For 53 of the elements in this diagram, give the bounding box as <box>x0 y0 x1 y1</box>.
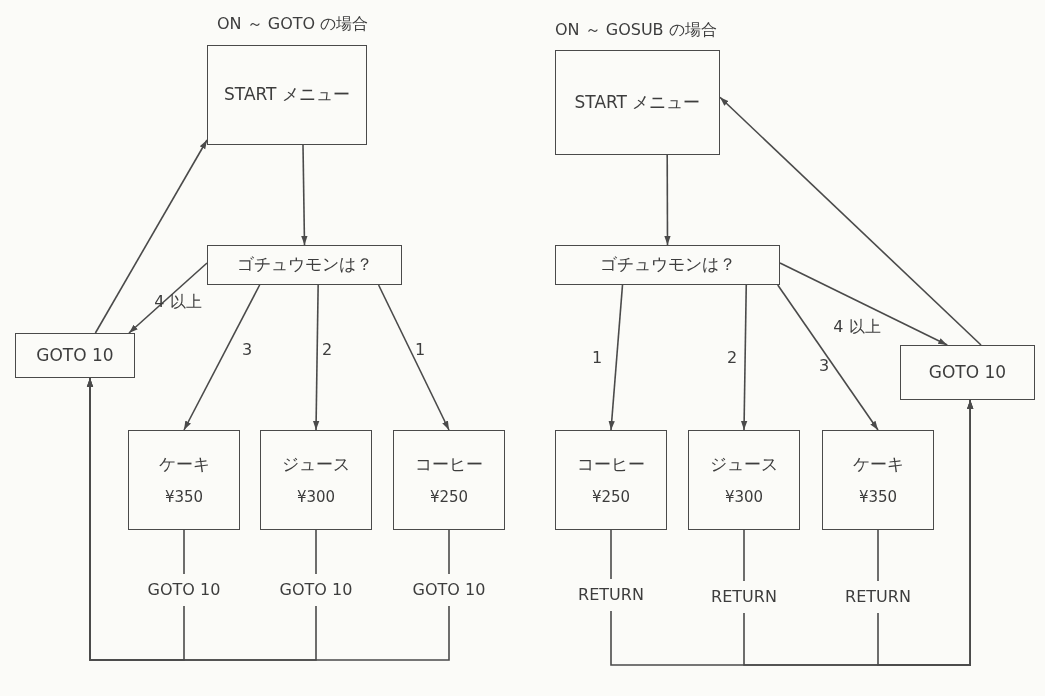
arrow <box>183 284 261 431</box>
edge-label: 4 以上 <box>833 316 881 338</box>
box-label: ゴチュウモンは？ <box>236 253 373 277</box>
box-label: START メニュー <box>224 83 350 107</box>
price-label: ¥300 <box>296 486 336 508</box>
arrow <box>877 399 974 666</box>
process-box <box>15 333 135 378</box>
process-box <box>128 430 240 530</box>
arrow <box>128 262 208 334</box>
arrow <box>741 284 748 431</box>
edge-label: 3 <box>241 339 253 361</box>
price-label: ¥250 <box>591 486 631 508</box>
arrow <box>313 284 320 431</box>
box-label: コーヒー <box>577 453 645 476</box>
box-label: ジュース <box>282 453 350 476</box>
price-label: ¥300 <box>724 486 764 508</box>
process-box <box>688 430 800 530</box>
arrow <box>776 284 879 431</box>
process-box <box>555 50 720 155</box>
box-label: ゴチュウモンは？ <box>599 253 736 277</box>
edge-label: 4 以上 <box>154 291 202 313</box>
arrow <box>608 284 624 431</box>
box-label: コーヒー <box>415 453 483 476</box>
process-box <box>393 430 505 530</box>
arrow <box>664 154 671 246</box>
box-label: GOTO 10 <box>36 343 114 367</box>
box-label: ジュース <box>710 453 778 476</box>
box-label: START メニュー <box>574 90 701 114</box>
diagram-heading: ON ～ GOSUB の場合 <box>555 19 717 41</box>
arrow <box>719 96 982 346</box>
price-label: ¥350 <box>858 486 898 508</box>
process-box <box>207 245 402 285</box>
edge-label: 1 <box>414 339 426 361</box>
box-label: ケーキ <box>852 453 904 476</box>
box-label: ケーキ <box>158 453 210 476</box>
process-box <box>260 430 372 530</box>
arrow <box>301 144 308 246</box>
box-label: GOTO 10 <box>928 360 1007 384</box>
edge-label: 1 <box>591 347 603 369</box>
process-box <box>555 430 667 530</box>
arrow <box>377 284 450 431</box>
edge-label: 3 <box>818 355 830 377</box>
price-label: ¥350 <box>164 486 204 508</box>
arrow <box>94 139 208 334</box>
arrow <box>779 262 949 346</box>
process-box <box>207 45 367 145</box>
price-label: ¥250 <box>429 486 469 508</box>
edge-label: 2 <box>321 339 333 361</box>
diagram-heading: ON ～ GOTO の場合 <box>217 13 369 35</box>
edge-label: 2 <box>726 347 738 369</box>
process-box <box>822 430 934 530</box>
process-box <box>555 245 780 285</box>
process-box <box>900 345 1035 400</box>
